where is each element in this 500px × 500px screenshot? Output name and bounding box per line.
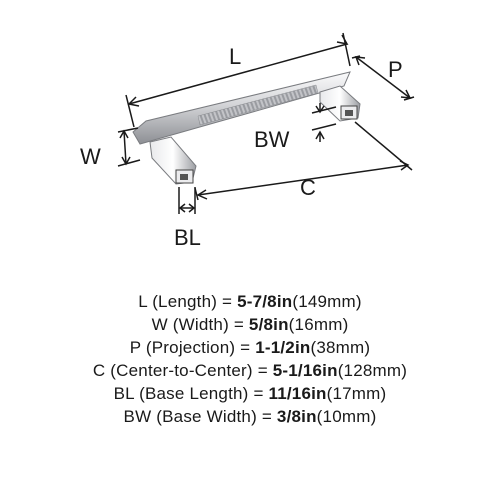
- spec-name: (Projection): [145, 338, 236, 357]
- projection-label: P: [388, 57, 403, 82]
- spec-value: 5/8in: [248, 315, 289, 334]
- spec-metric: (149mm): [292, 292, 362, 311]
- right-post-hole: [345, 110, 353, 116]
- cabinet-pull-illustration: [132, 71, 361, 185]
- spec-value: 5-7/8in: [237, 292, 293, 311]
- spec-value: 5-1/16in: [272, 361, 338, 380]
- spec-abbr: L: [138, 292, 148, 311]
- spec-abbr: BL: [113, 384, 135, 403]
- spec-metric: (10mm): [316, 407, 377, 426]
- spec-row-base-length: BL (Base Length) = 11/16in(17mm): [113, 384, 387, 403]
- spec-metric: (38mm): [310, 338, 371, 357]
- projection-dimension-line: [355, 56, 411, 99]
- center-to-center-label: C: [300, 175, 316, 200]
- spec-row-width: W (Width) = 5/8in(16mm): [151, 315, 349, 334]
- spec-row-length: L (Length) = 5-7/8in(149mm): [138, 292, 362, 311]
- base-length-label: BL: [174, 225, 201, 250]
- dimension-spec-list: L (Length) = 5-7/8in(149mm) W (Width) = …: [0, 290, 500, 428]
- spec-metric: (128mm): [337, 361, 408, 380]
- length-label: L: [229, 44, 241, 69]
- spec-abbr: P: [129, 338, 141, 357]
- handle-dimension-diagram: L P W BW C BL: [80, 32, 415, 250]
- spec-name: (Width): [172, 315, 229, 334]
- spec-value: 1-1/2in: [255, 338, 311, 357]
- pull-knurled-grip: [197, 84, 319, 126]
- spec-name: (Base Width): [156, 407, 257, 426]
- left-post-hole: [180, 174, 188, 180]
- spec-name: (Center-to-Center): [110, 361, 253, 380]
- spec-abbr: BW: [123, 407, 152, 426]
- spec-row-base-width: BW (Base Width) = 3/8in(10mm): [123, 407, 377, 426]
- spec-value: 3/8in: [276, 407, 317, 426]
- width-label: W: [80, 144, 101, 169]
- spec-name: (Length): [152, 292, 218, 311]
- spec-abbr: W: [151, 315, 168, 334]
- dimension-lines: [117, 32, 415, 214]
- width-dimension-line: [123, 130, 127, 165]
- spec-abbr: C: [92, 361, 106, 380]
- spec-row-projection: P (Projection) = 1-1/2in(38mm): [129, 338, 371, 357]
- spec-name: (Base Length): [139, 384, 249, 403]
- spec-value: 11/16in: [268, 384, 327, 403]
- spec-row-center-to-center: C (Center-to-Center) = 5-1/16in(128mm): [92, 361, 408, 380]
- center-to-center-dimension-line: [197, 164, 409, 196]
- spec-metric: (17mm): [326, 384, 387, 403]
- base-width-label: BW: [254, 127, 290, 152]
- length-dimension-line: [128, 43, 348, 105]
- spec-metric: (16mm): [288, 315, 349, 334]
